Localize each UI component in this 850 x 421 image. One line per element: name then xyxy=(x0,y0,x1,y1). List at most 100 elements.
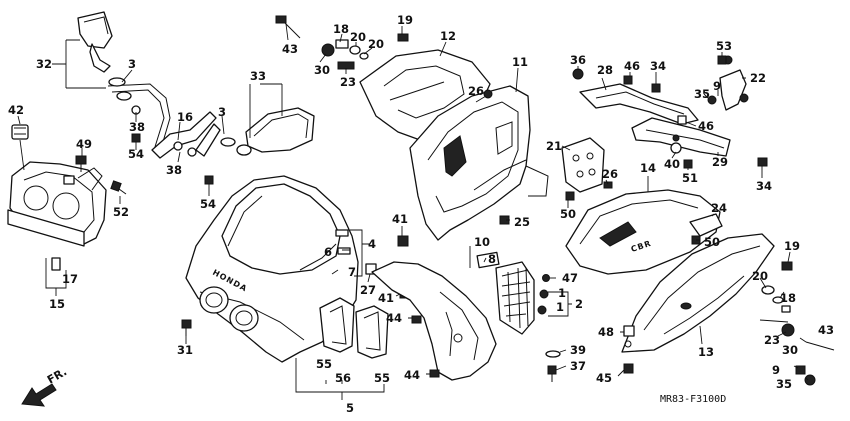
callout-27: 27 xyxy=(360,283,376,297)
callout-26-mid: 26 xyxy=(468,84,484,98)
drawing-code: MR83-F3100D xyxy=(660,394,726,405)
callout-30-right: 30 xyxy=(782,343,798,357)
headlight-bracket xyxy=(7,161,107,247)
callout-13: 13 xyxy=(698,345,714,359)
callout-45: 45 xyxy=(596,371,612,385)
callout-14: 14 xyxy=(640,161,656,175)
clip-17 xyxy=(51,257,61,271)
screw-31 xyxy=(181,319,192,336)
callout-9-top: 9 xyxy=(713,79,721,93)
callout-22: 22 xyxy=(750,71,766,85)
upper-cowl: HONDA xyxy=(185,175,359,363)
mirror-left xyxy=(77,11,113,73)
callout-51: 51 xyxy=(682,171,698,185)
grommet-1 xyxy=(537,289,549,315)
bracket-28 xyxy=(579,83,699,125)
callout-37: 37 xyxy=(570,359,586,373)
callout-50-a: 50 xyxy=(560,207,576,221)
callout-41-top: 41 xyxy=(392,212,408,226)
screw-44 xyxy=(411,315,440,378)
callout-19-right: 19 xyxy=(784,239,800,253)
callout-32: 32 xyxy=(36,57,52,71)
callout-38-left: 38 xyxy=(129,120,145,134)
callout-53: 53 xyxy=(716,39,732,53)
callout-54-right: 54 xyxy=(200,197,216,211)
callout-35-right: 35 xyxy=(776,377,792,391)
callout-35-top: 35 xyxy=(694,87,710,101)
hardware-top-right xyxy=(572,55,768,169)
lower-inner-panel xyxy=(371,261,497,381)
grille-10 xyxy=(495,261,535,335)
callout-42: 42 xyxy=(8,103,24,117)
callout-52: 52 xyxy=(113,205,129,219)
callout-18-right: 18 xyxy=(780,291,796,305)
callout-34-right: 34 xyxy=(756,179,772,193)
plate-8 xyxy=(476,251,500,269)
callout-29: 29 xyxy=(712,155,728,169)
callout-43-top: 43 xyxy=(282,42,298,56)
callout-44-a: 44 xyxy=(386,311,402,325)
callout-21: 21 xyxy=(546,139,562,153)
callout-56: 56 xyxy=(335,371,351,385)
callout-36: 36 xyxy=(570,53,586,67)
callout-3-mid: 3 xyxy=(218,105,226,119)
callout-15: 15 xyxy=(49,297,65,311)
callout-1-a: 1 xyxy=(558,286,566,300)
callout-numbers: 32 3 38 54 16 38 3 33 42 49 52 54 17 15 … xyxy=(8,13,834,415)
callout-2: 2 xyxy=(575,297,583,311)
callout-33: 33 xyxy=(250,69,266,83)
callout-16: 16 xyxy=(177,110,193,124)
callout-49: 49 xyxy=(76,137,92,151)
callout-11: 11 xyxy=(512,55,528,69)
mirror-bracket-right xyxy=(151,111,221,159)
bolt-48-45 xyxy=(623,325,635,374)
callout-1-b: 1 xyxy=(556,300,564,314)
bolt-49 xyxy=(75,155,87,172)
callout-20-top-a: 20 xyxy=(350,30,366,44)
bolt-52 xyxy=(110,180,127,195)
callout-20-top-b: 20 xyxy=(368,37,384,51)
under-cowl-13 xyxy=(621,233,775,353)
callout-39: 39 xyxy=(570,343,586,357)
callout-18-top: 18 xyxy=(333,22,349,36)
callout-8: 8 xyxy=(488,252,496,266)
side-panel-14: CBR xyxy=(565,189,721,275)
callout-20-right-a: 20 xyxy=(752,269,768,283)
callout-4: 4 xyxy=(368,237,376,251)
callout-23-right: 23 xyxy=(764,333,780,347)
callout-34-top: 34 xyxy=(650,59,666,73)
callout-26-right: 26 xyxy=(602,167,618,181)
callout-38-mid: 38 xyxy=(166,163,182,177)
callout-54-left: 54 xyxy=(128,147,144,161)
bracket-24 xyxy=(689,213,723,237)
bracket-29 xyxy=(631,117,731,157)
hardware-top-center xyxy=(275,15,409,70)
clip-42 xyxy=(11,124,29,140)
callout-48: 48 xyxy=(598,325,614,339)
callout-55-b: 55 xyxy=(374,371,390,385)
callout-12: 12 xyxy=(440,29,456,43)
callout-46-top: 46 xyxy=(624,59,640,73)
mirror-stay-left xyxy=(107,77,171,153)
callout-10: 10 xyxy=(474,235,490,249)
callout-5: 5 xyxy=(346,401,354,415)
seal-55-56 xyxy=(319,297,389,359)
callout-44-b: 44 xyxy=(404,368,420,382)
front-direction-label: FR. xyxy=(45,365,69,386)
bracket-21 xyxy=(561,137,605,193)
leader-lines xyxy=(17,23,809,400)
callout-3-left: 3 xyxy=(128,57,136,71)
mirror-right xyxy=(220,107,315,156)
callout-17: 17 xyxy=(62,272,78,286)
callout-28: 28 xyxy=(597,63,613,77)
callout-25: 25 xyxy=(514,215,530,229)
callout-30-top: 30 xyxy=(314,63,330,77)
callout-50-b: 50 xyxy=(704,235,720,249)
callout-41-bottom: 41 xyxy=(378,291,394,305)
callout-46-mid: 46 xyxy=(698,119,714,133)
callout-7: 7 xyxy=(348,265,356,279)
callout-55-a: 55 xyxy=(316,357,332,371)
callout-19-top: 19 xyxy=(397,13,413,27)
callout-24: 24 xyxy=(711,201,727,215)
